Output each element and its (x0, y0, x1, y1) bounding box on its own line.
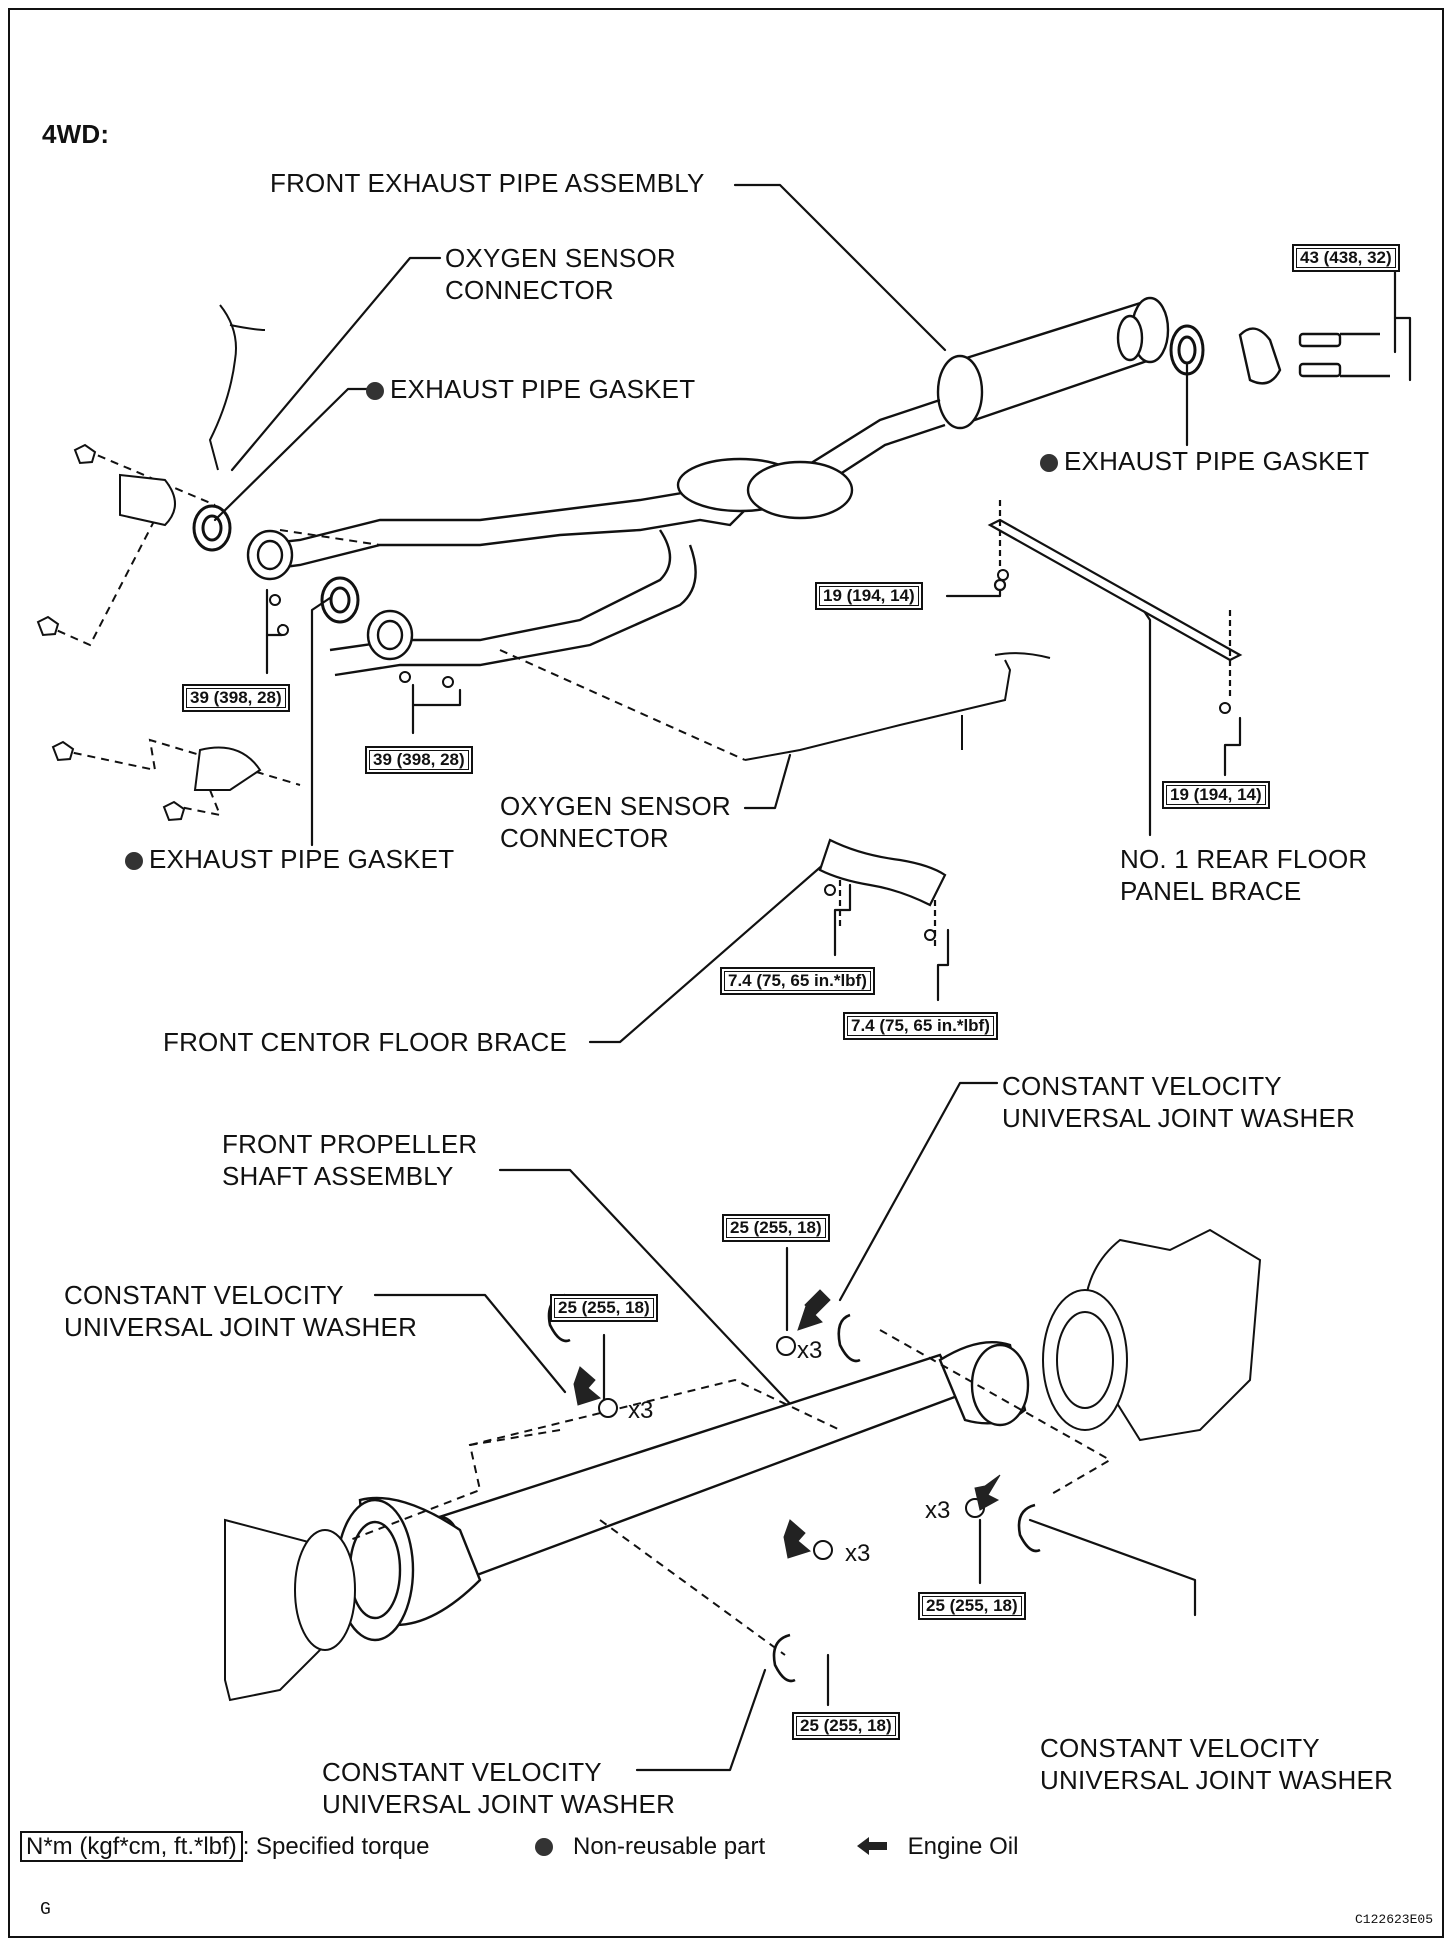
label-oxygen-sensor-connector-bottom-2: CONNECTOR (500, 823, 669, 853)
front-centor-floor-brace (818, 838, 947, 950)
label-cv-washer-bottom-right-2: UNIVERSAL JOINT WASHER (1040, 1765, 1394, 1795)
label-oxygen-sensor-connector-top-2: CONNECTOR (445, 275, 614, 305)
leader-39-mid (411, 688, 462, 735)
torque-25-right: 25 (255, 18) (918, 1592, 1026, 1620)
leader-43-bolt (1393, 268, 1412, 382)
leader-o2-connector-top (230, 256, 442, 472)
engine-oil-arrow-icon (857, 1837, 887, 1855)
torque-7-4-b: 7.4 (75, 65 in.*lbf) (843, 1012, 998, 1040)
propeller-shaft-drawing (335, 1341, 1030, 1642)
leader-o2-connector-bottom (743, 753, 792, 810)
label-exhaust-pipe-gasket-right: EXHAUST PIPE GASKET (1040, 445, 1369, 477)
leader-front-centor (588, 848, 842, 1044)
label-rear-floor-brace-2: PANEL BRACE (1120, 876, 1302, 906)
leader-propeller (498, 1168, 812, 1427)
non-reusable-dot-icon (1040, 454, 1058, 472)
label-exhaust-pipe-gasket-left-text: EXHAUST PIPE GASKET (149, 844, 455, 874)
tailpipe-shapes (36, 443, 262, 822)
leader-cv-br (1028, 1518, 1197, 1617)
torque-39-mid: 39 (398, 28) (365, 746, 473, 774)
torque-19-top: 19 (194, 14) (815, 582, 923, 610)
torque-25-bottom: 25 (255, 18) (792, 1712, 900, 1740)
leader-74-b (936, 928, 950, 1002)
label-front-propeller-2: SHAFT ASSEMBLY (222, 1161, 454, 1191)
sensor-wire-bottom (744, 652, 1051, 761)
legend-non-reusable-text: Non-reusable part (573, 1833, 766, 1860)
label-cv-washer-top-right-1: CONSTANT VELOCITY (1002, 1071, 1282, 1101)
engine-oil-arrows (573, 1289, 1001, 1559)
label-cv-washer-top-left-1: CONSTANT VELOCITY (64, 1280, 344, 1310)
leader-front-exhaust (733, 183, 947, 352)
exhaust-gaskets (192, 324, 1205, 624)
label-exhaust-pipe-gasket-top-text: EXHAUST PIPE GASKET (390, 374, 696, 404)
front-differential (1042, 1228, 1262, 1442)
rear-floor-brace (987, 500, 1243, 700)
torque-19-bottom: 19 (194, 14) (1162, 781, 1270, 809)
label-oxygen-sensor-connector-bottom-1: OXYGEN SENSOR (500, 791, 731, 821)
front-exhaust-pipe-drawing (246, 296, 1170, 677)
rear-flange-and-bolts (1238, 327, 1390, 385)
label-rear-floor-brace-1: NO. 1 REAR FLOOR (1120, 844, 1368, 874)
label-cv-washer-bottom-mid-1: CONSTANT VELOCITY (322, 1757, 602, 1787)
label-front-exhaust-pipe-assembly: FRONT EXHAUST PIPE ASSEMBLY (270, 168, 705, 198)
legend-torque: N*m (kgf*cm, ft.*lbf): Specified torque (20, 1831, 430, 1862)
leader-19-bottom (1223, 716, 1242, 777)
label-front-propeller-1: FRONT PROPELLER (222, 1129, 478, 1159)
torque-25-top: 25 (255, 18) (722, 1214, 830, 1242)
label-cv-washer-top-right-2: UNIVERSAL JOINT WASHER (1002, 1103, 1356, 1133)
legend-non-reusable: Non-reusable part (535, 1833, 765, 1861)
non-reusable-dot-icon (125, 852, 143, 870)
label-exhaust-pipe-gasket-top: EXHAUST PIPE GASKET (366, 373, 695, 405)
leader-74-a (833, 883, 852, 957)
corner-letter: G (40, 1900, 52, 1920)
sensor-wire-top (208, 304, 266, 471)
leader-19-top (945, 573, 1002, 598)
assembly-guides (349, 1329, 1113, 1656)
count-x3-bottom: x3 (845, 1540, 871, 1567)
leader-cv-tl (373, 1293, 567, 1394)
leader-rear-brace (1138, 603, 1152, 837)
legend-torque-text: : Specified torque (242, 1833, 430, 1860)
leader-gasket-top (213, 387, 374, 522)
label-cv-washer-bottom-right-1: CONSTANT VELOCITY (1040, 1733, 1320, 1763)
figure-code: C122623E05 (1355, 1912, 1434, 1927)
legend-engine-oil: Engine Oil (855, 1833, 1018, 1861)
torque-7-4-a: 7.4 (75, 65 in.*lbf) (720, 967, 875, 995)
leader-gasket-left (310, 596, 332, 847)
legend-torque-unit: N*m (kgf*cm, ft.*lbf) (20, 1831, 243, 1862)
label-cv-washer-bottom-mid-2: UNIVERSAL JOINT WASHER (322, 1789, 676, 1819)
non-reusable-dot-icon (366, 382, 384, 400)
leader-cv-bm (635, 1668, 767, 1772)
label-cv-washer-top-left-2: UNIVERSAL JOINT WASHER (64, 1312, 418, 1342)
count-x3-right: x3 (925, 1497, 951, 1524)
label-exhaust-pipe-gasket-left: EXHAUST PIPE GASKET (125, 843, 454, 875)
torque-25-left: 25 (255, 18) (550, 1294, 658, 1322)
count-x3-left: x3 (628, 1397, 654, 1424)
transfer-case (224, 1518, 356, 1702)
label-exhaust-pipe-gasket-right-text: EXHAUST PIPE GASKET (1064, 446, 1370, 476)
legend-engine-oil-text: Engine Oil (907, 1833, 1019, 1860)
torque-43: 43 (438, 32) (1292, 244, 1400, 272)
leader-cv-tr (838, 1081, 999, 1302)
label-oxygen-sensor-connector-top-1: OXYGEN SENSOR (445, 243, 676, 273)
variant-label: 4WD: (42, 119, 110, 149)
count-x3-top: x3 (797, 1337, 823, 1364)
non-reusable-dot-icon (535, 1838, 553, 1856)
torque-39-left: 39 (398, 28) (182, 684, 290, 712)
bolts (269, 569, 1231, 1560)
label-front-centor-floor-brace: FRONT CENTOR FLOOR BRACE (163, 1027, 567, 1057)
